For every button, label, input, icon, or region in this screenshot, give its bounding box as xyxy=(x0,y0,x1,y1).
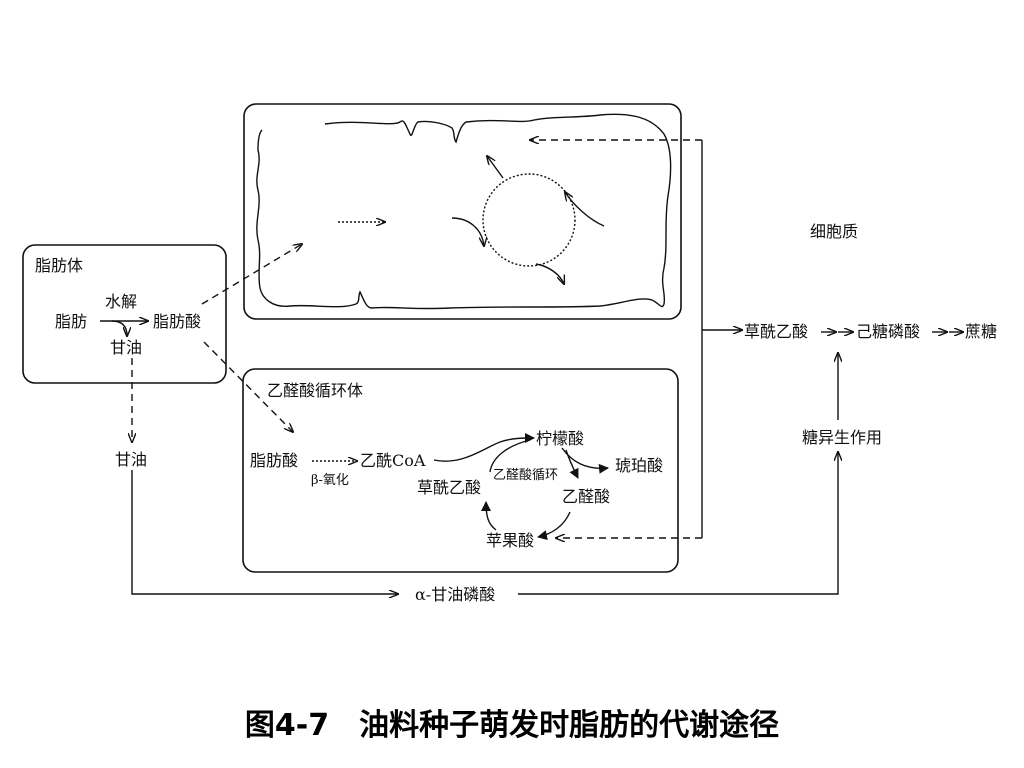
mitochondrion xyxy=(243,103,682,320)
oil-body-glycerol: 甘油 xyxy=(110,338,142,357)
citrate-to-succinate-arrow xyxy=(561,447,609,474)
glyox-acetyl-coa: 乙酰CoA xyxy=(360,451,426,470)
oxaloacetate-to-citrate-arrow xyxy=(489,439,531,473)
cytoplasm-label: 细胞质 xyxy=(810,222,858,241)
cycle-to-malate-arrow xyxy=(487,156,504,179)
fat-label: 脂肪 xyxy=(55,312,87,331)
glyoxysome: 乙醛酸循环体 脂肪酸 β-氧化 乙酰CoA 乙醛酸循环 柠檬酸 琥珀酸 乙醛酸 … xyxy=(242,368,679,573)
glyox-malate: 苹果酸 xyxy=(486,531,534,550)
oil-body: 脂肪体 脂肪 水解 脂肪酸 甘油 xyxy=(22,244,227,384)
acetyl-coa-to-citrate-arrow xyxy=(433,433,535,462)
oil-body-label: 脂肪体 xyxy=(35,256,83,275)
glycerol-outside: 甘油 xyxy=(115,450,147,469)
glycerol-phosphate-to-gluconeogenesis-arrow xyxy=(518,452,838,595)
cycle-to-co2-arrow xyxy=(535,263,564,284)
mitochondrion-inner-membrane xyxy=(256,113,672,310)
succinate-to-cycle-arrow xyxy=(565,192,605,227)
malate-to-oxaloacetate-arrow xyxy=(481,501,497,531)
figure-caption: 图4-7 油料种子萌发时脂肪的代谢途径 xyxy=(245,708,779,743)
oil-body-box xyxy=(22,244,227,384)
glyox-fatty-acid: 脂肪酸 xyxy=(250,451,298,470)
glyox-beta-oxidation-label: β-氧化 xyxy=(311,473,349,488)
cyto-oxaloacetate: 草酰乙酸 xyxy=(744,322,808,341)
citrate: 柠檬酸 xyxy=(536,429,584,448)
glyoxylate-cycle-label: 乙醛酸循环 xyxy=(493,467,558,483)
glyox-oxaloacetate: 草酰乙酸 xyxy=(417,478,481,497)
mitochondrion-outer-membrane xyxy=(243,103,682,320)
glyoxylate: 乙醛酸 xyxy=(562,487,610,506)
glyoxysome-box xyxy=(242,368,679,573)
gluconeogenesis: 糖异生作用 xyxy=(802,428,882,447)
oil-body-fatty-acid: 脂肪酸 xyxy=(153,312,201,331)
sucrose: 蔗糖 xyxy=(965,322,997,341)
glyoxysome-label: 乙醛酸循环体 xyxy=(267,381,363,400)
glycerol-to-glycerol-phosphate-arrow xyxy=(131,470,398,594)
glyoxylate-to-malate-arrow xyxy=(537,511,571,540)
hydrolysis-label: 水解 xyxy=(105,292,137,311)
tca-cycle-circle xyxy=(482,173,576,267)
fatty-acid-to-glyoxysome-arrow xyxy=(203,341,293,432)
hydrolysis-glycerol-branch xyxy=(111,320,127,336)
glyox-succinate: 琥珀酸 xyxy=(615,456,663,475)
acetyl-coa-to-cycle-arrow xyxy=(451,217,484,246)
glycerol-phosphate: α-甘油磷酸 xyxy=(415,585,495,604)
hexose-phosphate: 己糖磷酸 xyxy=(856,322,920,341)
citrate-to-glyoxylate-arrow xyxy=(565,449,579,479)
fatty-acid-to-mitochondrion-arrow xyxy=(201,244,302,305)
